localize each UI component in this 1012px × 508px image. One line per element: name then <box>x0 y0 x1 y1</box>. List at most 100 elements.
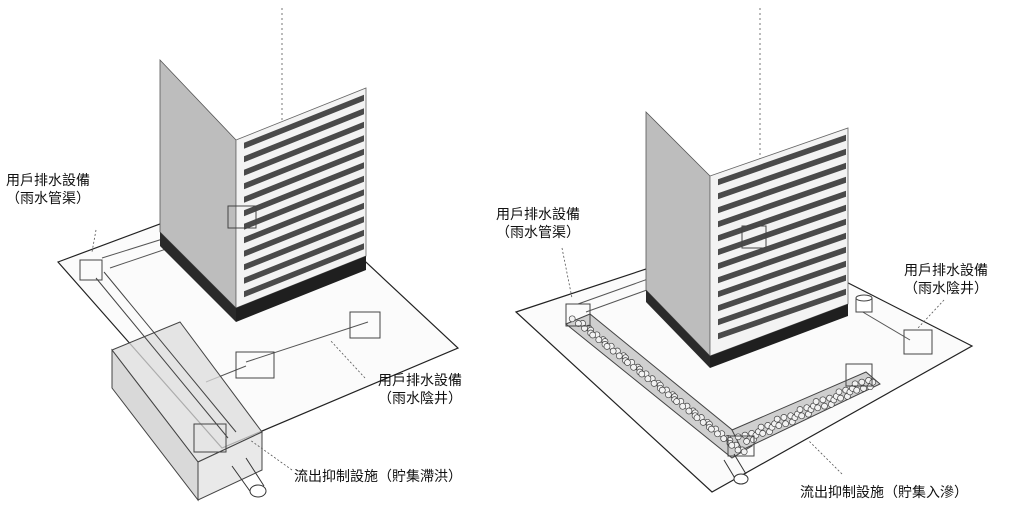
facade-stripe <box>244 175 364 230</box>
facade-stripe <box>718 162 846 214</box>
gravel-stone <box>812 398 820 405</box>
gravel-stone <box>609 347 617 355</box>
right-manhole-box-1 <box>565 303 591 327</box>
right-facade-stripes <box>718 134 846 340</box>
left-label-drainage-manhole: 用戶排水設備 （雨水陰井） <box>378 373 462 407</box>
facade-stripe <box>718 148 846 200</box>
gravel-stone <box>728 441 736 449</box>
gravel-stone <box>860 385 867 392</box>
gravel-stone <box>814 404 822 412</box>
facade-stripe <box>244 162 364 217</box>
left-outflow-pipe <box>231 457 267 498</box>
left-manhole-box-1 <box>79 259 103 281</box>
gravel-stone <box>759 430 767 437</box>
left-manhole-box-3 <box>349 311 381 339</box>
facade-stripe <box>244 108 364 163</box>
gravel-stone <box>658 386 666 394</box>
facade-stripe <box>718 274 846 326</box>
facade-stripe <box>718 190 846 242</box>
left-pipe-front <box>245 321 369 363</box>
left-facade-stripes <box>244 94 364 298</box>
left-manhole-box-4 <box>235 351 275 379</box>
gravel-stone <box>708 425 715 433</box>
right-diagram <box>514 8 974 493</box>
gravel-stone <box>819 396 827 404</box>
right-infiltration-trench <box>565 313 881 459</box>
gravel-stone <box>595 336 603 344</box>
left-diagonal-pipe <box>95 277 229 439</box>
gravel-stone <box>835 388 843 396</box>
right-manhole-box-5 <box>727 435 755 457</box>
facade-stripe <box>718 218 846 270</box>
right-label-drainage-manhole: 用戶排水設備 （雨水陰井） <box>904 263 988 297</box>
facade-stripe <box>244 243 364 298</box>
gravel-stone <box>589 331 597 339</box>
left-leader-facility <box>249 439 293 471</box>
gravel-stone <box>837 394 844 402</box>
gravel-stone <box>714 430 721 438</box>
gravel-stone <box>858 378 866 386</box>
facade-stripe <box>718 260 846 312</box>
right-building-base-right <box>710 304 848 368</box>
facade-stripe <box>718 246 846 298</box>
gravel-stone <box>624 359 631 366</box>
gravel-stone <box>581 324 588 332</box>
left-leader-manhole <box>329 339 366 379</box>
gravel-stone <box>699 419 707 426</box>
right-leader-facility <box>807 439 843 475</box>
left-manhole-box-5 <box>193 423 227 453</box>
facade-stripe <box>244 148 364 203</box>
facade-stripe <box>718 288 846 340</box>
gravel-stone <box>568 315 576 323</box>
gravel-stone <box>673 398 680 405</box>
right-manhole-box-2 <box>741 225 767 249</box>
gravel-stone <box>775 422 783 429</box>
left-detention-tank <box>111 321 263 502</box>
left-manhole-box-2 <box>227 205 257 229</box>
facade-stripe <box>244 216 364 271</box>
facade-stripe <box>244 229 364 284</box>
gravel-stone <box>757 423 765 431</box>
facade-stripe <box>718 176 846 228</box>
gravel-stone <box>665 391 672 399</box>
facade-stripe <box>718 232 846 284</box>
right-leader-pipe <box>561 247 573 299</box>
gravel-stone <box>821 402 828 410</box>
left-label-facility: 流出抑制設施（貯集滯洪） <box>294 469 462 485</box>
gravel-stone <box>679 402 687 410</box>
gravel-stone <box>869 378 877 386</box>
gravel-stone <box>734 433 742 441</box>
right-building-base-left <box>646 290 710 368</box>
gravel-stone <box>693 414 701 422</box>
gravel-stone <box>853 386 861 394</box>
gravel-stone <box>740 448 748 456</box>
gravel-stone <box>741 431 749 439</box>
gravel-stone <box>782 420 789 428</box>
left-diagram <box>56 8 460 502</box>
facade-stripe <box>244 202 364 257</box>
gravel-stone <box>644 375 652 383</box>
right-manhole-box-4 <box>845 363 873 387</box>
facade-stripe <box>244 121 364 176</box>
facade-stripe <box>244 135 364 190</box>
right-label-facility: 流出抑制設施（貯集入滲） <box>800 485 968 501</box>
right-label-drainage-pipe: 用戶排水設備 （雨水管渠） <box>496 207 580 241</box>
facade-stripe <box>244 189 364 244</box>
right-outflow-pipe <box>723 453 749 485</box>
gravel-stone <box>638 370 646 378</box>
left-label-drainage-pipe: 用戶排水設備 （雨水管渠） <box>6 173 90 207</box>
left-building-base-left <box>160 232 236 322</box>
gravel-stone <box>630 363 637 371</box>
gravel-stone <box>603 343 611 350</box>
facade-stripe <box>244 94 364 149</box>
facade-stripe <box>718 134 846 186</box>
gravel-stone <box>780 414 788 421</box>
right-manhole-box-3 <box>903 329 933 355</box>
gravel-stone <box>720 435 728 442</box>
gravel-stone <box>650 380 658 387</box>
facade-stripe <box>718 204 846 256</box>
gravel-stone <box>615 352 623 360</box>
gravel-stone <box>796 406 804 413</box>
gravel-stone <box>851 380 859 388</box>
